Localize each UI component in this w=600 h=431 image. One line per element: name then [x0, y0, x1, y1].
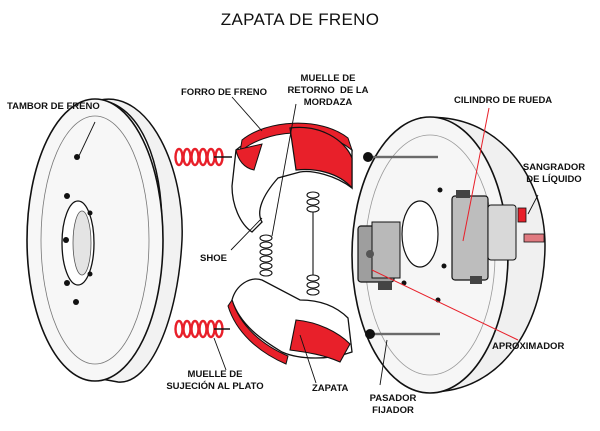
label-muelle-sujecion-line2: SUJECIÓN AL PLATO: [166, 381, 264, 392]
label-sangrador-line1: SANGRADOR: [522, 162, 586, 173]
label-aproximador: APROXIMADOR: [492, 341, 565, 352]
return-springs: [259, 191, 320, 296]
label-tambor-de-freno: TAMBOR DE FRENO: [7, 101, 100, 112]
label-muelle-retorno: MUELLE DE RETORNO DE LA MORDAZA: [283, 73, 373, 109]
label-cilindro-de-rueda: CILINDRO DE RUEDA: [454, 95, 553, 106]
label-sangrador-line2: DE LÍQUIDO: [526, 174, 582, 185]
red-leader-lines: [371, 107, 519, 341]
label-muelle-retorno-line1: MUELLE DE: [300, 73, 356, 84]
label-zapata: ZAPATA: [312, 383, 349, 394]
wheel-cylinder: [451, 190, 517, 284]
label-sangrador: SANGRADOR DE LÍQUIDO: [514, 162, 594, 186]
leader-lines: [77, 96, 539, 386]
upper-brake-shoe: [231, 122, 354, 233]
diagram-title: ZAPATA DE FRENO: [220, 10, 380, 29]
upper-hold-down-spring: [174, 147, 232, 167]
label-pasador-fijador: PASADOR FIJADOR: [363, 393, 423, 417]
label-shoe: SHOE: [200, 253, 227, 264]
retaining-pins: [363, 152, 440, 339]
lower-brake-shoe: [227, 278, 353, 365]
label-muelle-sujecion-line1: MUELLE DE: [187, 369, 243, 380]
label-pasador-line1: PASADOR: [369, 393, 417, 404]
bleeder-valve: [517, 207, 545, 243]
label-pasador-line2: FIJADOR: [372, 405, 414, 416]
adjuster: [357, 221, 401, 290]
label-muelle-retorno-line2: RETORNO DE LA: [287, 85, 369, 96]
label-muelle-sujecion: MUELLE DE SUJECIÓN AL PLATO: [160, 369, 270, 393]
label-muelle-retorno-line3: MORDAZA: [303, 97, 353, 108]
label-forro-de-freno: FORRO DE FRENO: [181, 87, 268, 98]
lower-hold-down-spring: [174, 319, 230, 339]
brake-drum: [26, 98, 183, 383]
